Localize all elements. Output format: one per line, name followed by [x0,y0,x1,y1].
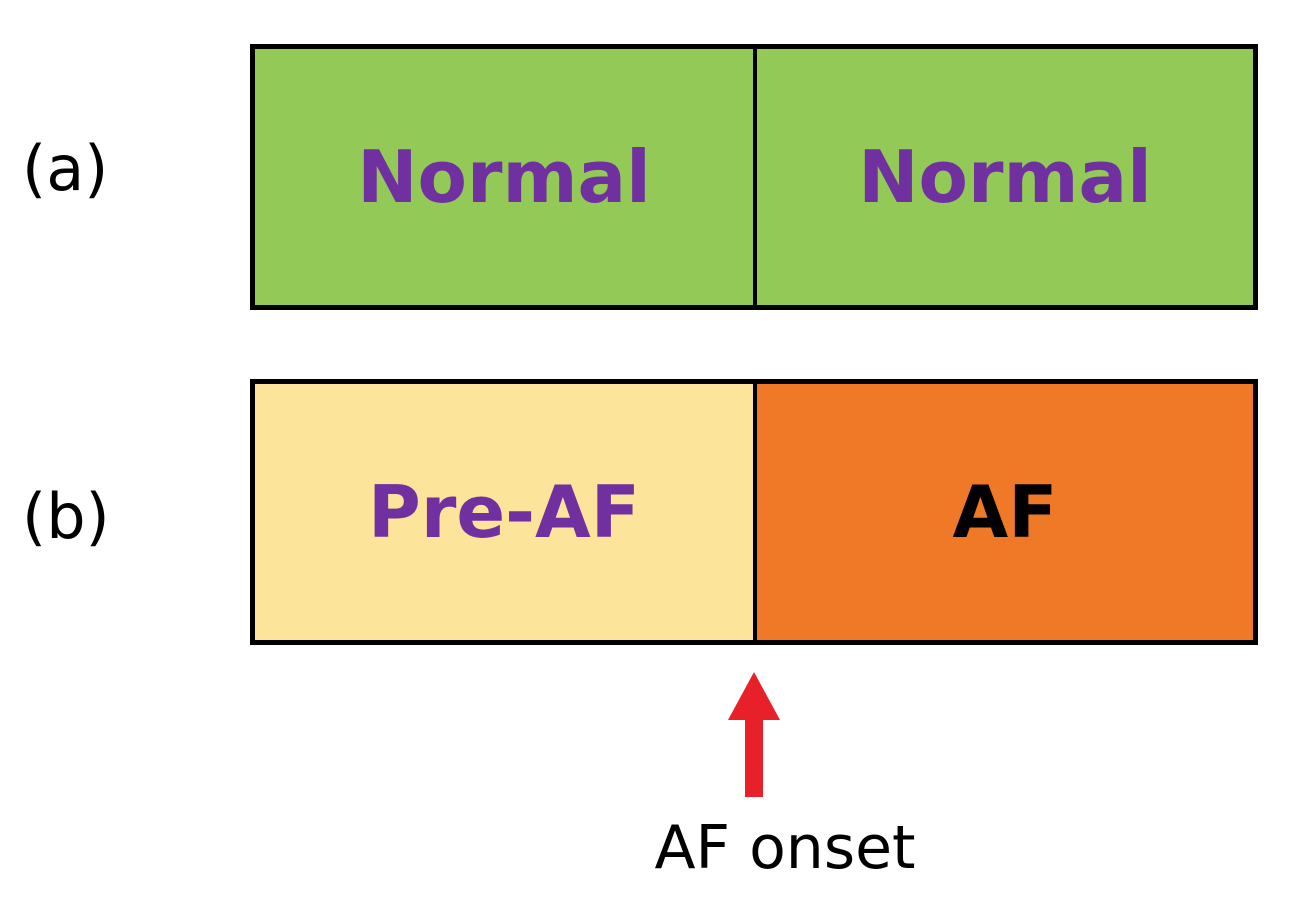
segment-b-right-label: AF [952,470,1058,554]
segment-b-left: Pre-AF [255,384,757,640]
row-label-b: (b) [22,480,110,553]
segment-a-right: Normal [757,49,1253,305]
segment-a-right-label: Normal [858,135,1152,219]
segment-a-left: Normal [255,49,757,305]
up-arrow-icon [728,672,780,797]
onset-arrow [728,672,780,797]
onset-caption: AF onset [654,813,916,883]
segment-a-left-label: Normal [357,135,651,219]
timeline-bar-b: Pre-AF AF [250,379,1258,645]
segment-b-left-label: Pre-AF [368,470,640,554]
segment-b-right: AF [757,384,1253,640]
timeline-bar-a: Normal Normal [250,44,1258,310]
row-label-a: (a) [22,132,109,205]
